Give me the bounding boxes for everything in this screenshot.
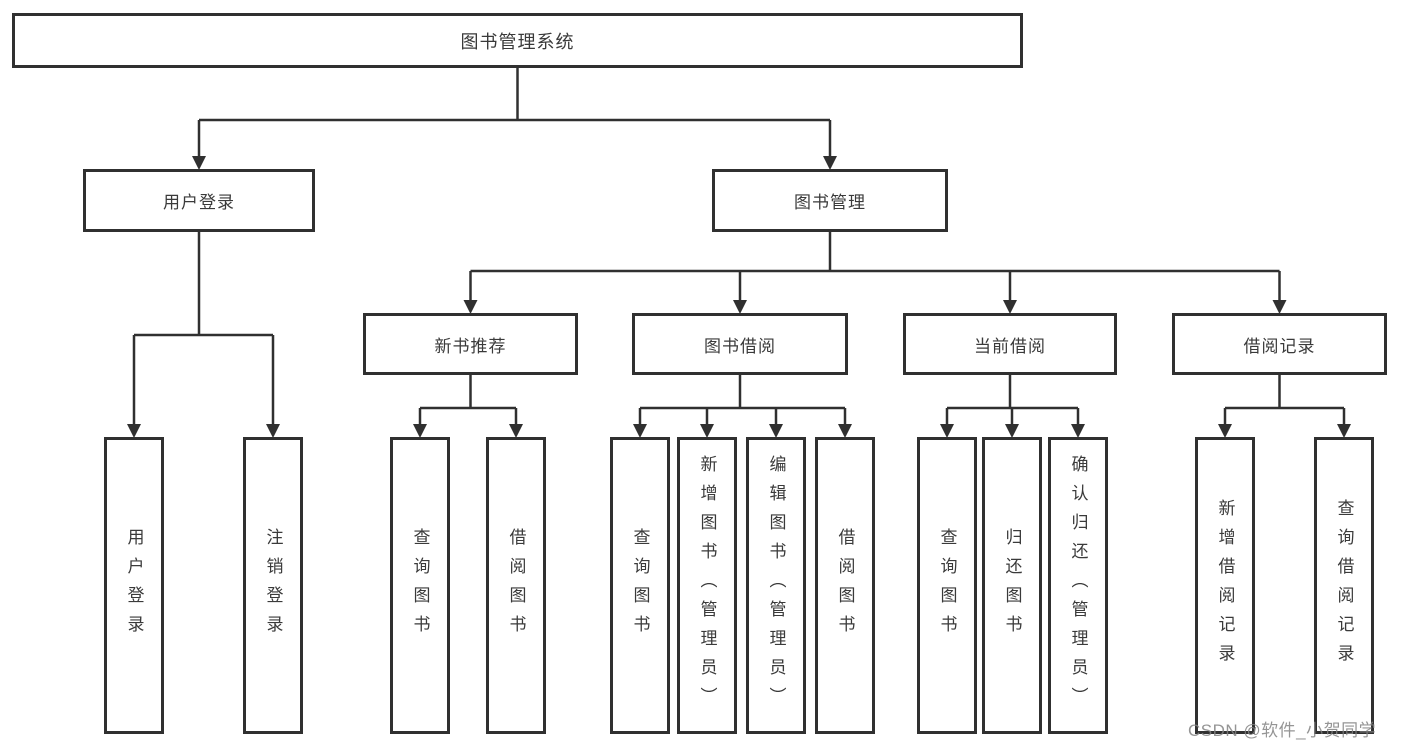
leaf-borrow-books-borrow-label: 借阅图书 bbox=[835, 527, 855, 644]
leaf-confirm-return-admin: 确认归还（管理员） bbox=[1048, 437, 1108, 734]
leaf-query-books-current: 查询图书 bbox=[917, 437, 977, 734]
leaf-query-books-borrow: 查询图书 bbox=[610, 437, 670, 734]
section-new-book-recommend: 新书推荐 bbox=[363, 313, 578, 375]
leaf-add-borrow-record-label: 新增借阅记录 bbox=[1215, 498, 1235, 673]
leaf-return-books: 归还图书 bbox=[982, 437, 1042, 734]
leaf-query-books-recommend-label: 查询图书 bbox=[410, 527, 430, 644]
section-current-borrow-label: 当前借阅 bbox=[974, 336, 1046, 356]
leaf-user-login-label: 用户登录 bbox=[124, 527, 144, 644]
leaf-logout-label: 注销登录 bbox=[263, 527, 283, 644]
leaf-borrow-books-recommend: 借阅图书 bbox=[486, 437, 546, 734]
leaf-edit-book-admin: 编辑图书（管理员） bbox=[746, 437, 806, 734]
leaf-query-books-current-label: 查询图书 bbox=[937, 527, 957, 644]
leaf-user-login: 用户登录 bbox=[104, 437, 164, 734]
branch-user-login: 用户登录 bbox=[83, 169, 315, 232]
section-new-book-recommend-label: 新书推荐 bbox=[434, 336, 507, 356]
leaf-query-borrow-record-label: 查询借阅记录 bbox=[1334, 498, 1354, 673]
leaf-query-books-borrow-label: 查询图书 bbox=[630, 527, 650, 644]
leaf-query-borrow-record: 查询借阅记录 bbox=[1314, 437, 1374, 734]
leaf-add-book-admin-label: 新增图书（管理员） bbox=[697, 455, 717, 716]
section-current-borrow: 当前借阅 bbox=[903, 313, 1117, 375]
section-borrow-records: 借阅记录 bbox=[1172, 313, 1387, 375]
section-borrow-records-label: 借阅记录 bbox=[1243, 336, 1316, 356]
leaf-add-borrow-record: 新增借阅记录 bbox=[1195, 437, 1255, 734]
leaf-logout: 注销登录 bbox=[243, 437, 303, 734]
branch-user-login-label: 用户登录 bbox=[163, 193, 235, 212]
section-book-borrow-label: 图书借阅 bbox=[704, 336, 776, 356]
leaf-return-books-label: 归还图书 bbox=[1002, 527, 1022, 644]
leaf-add-book-admin: 新增图书（管理员） bbox=[677, 437, 737, 734]
section-book-borrow: 图书借阅 bbox=[632, 313, 848, 375]
leaf-query-books-recommend: 查询图书 bbox=[390, 437, 450, 734]
branch-book-management: 图书管理 bbox=[712, 169, 948, 232]
csdn-watermark: CSDN @软件_小贺同学 bbox=[1188, 721, 1377, 740]
root-node-label: 图书管理系统 bbox=[460, 31, 575, 52]
branch-book-management-label: 图书管理 bbox=[794, 193, 866, 212]
leaf-borrow-books-borrow: 借阅图书 bbox=[815, 437, 875, 734]
leaf-borrow-books-recommend-label: 借阅图书 bbox=[506, 527, 526, 644]
root-node-library-system: 图书管理系统 bbox=[12, 13, 1023, 68]
leaf-edit-book-admin-label: 编辑图书（管理员） bbox=[766, 455, 786, 716]
leaf-confirm-return-admin-label: 确认归还（管理员） bbox=[1068, 455, 1088, 716]
